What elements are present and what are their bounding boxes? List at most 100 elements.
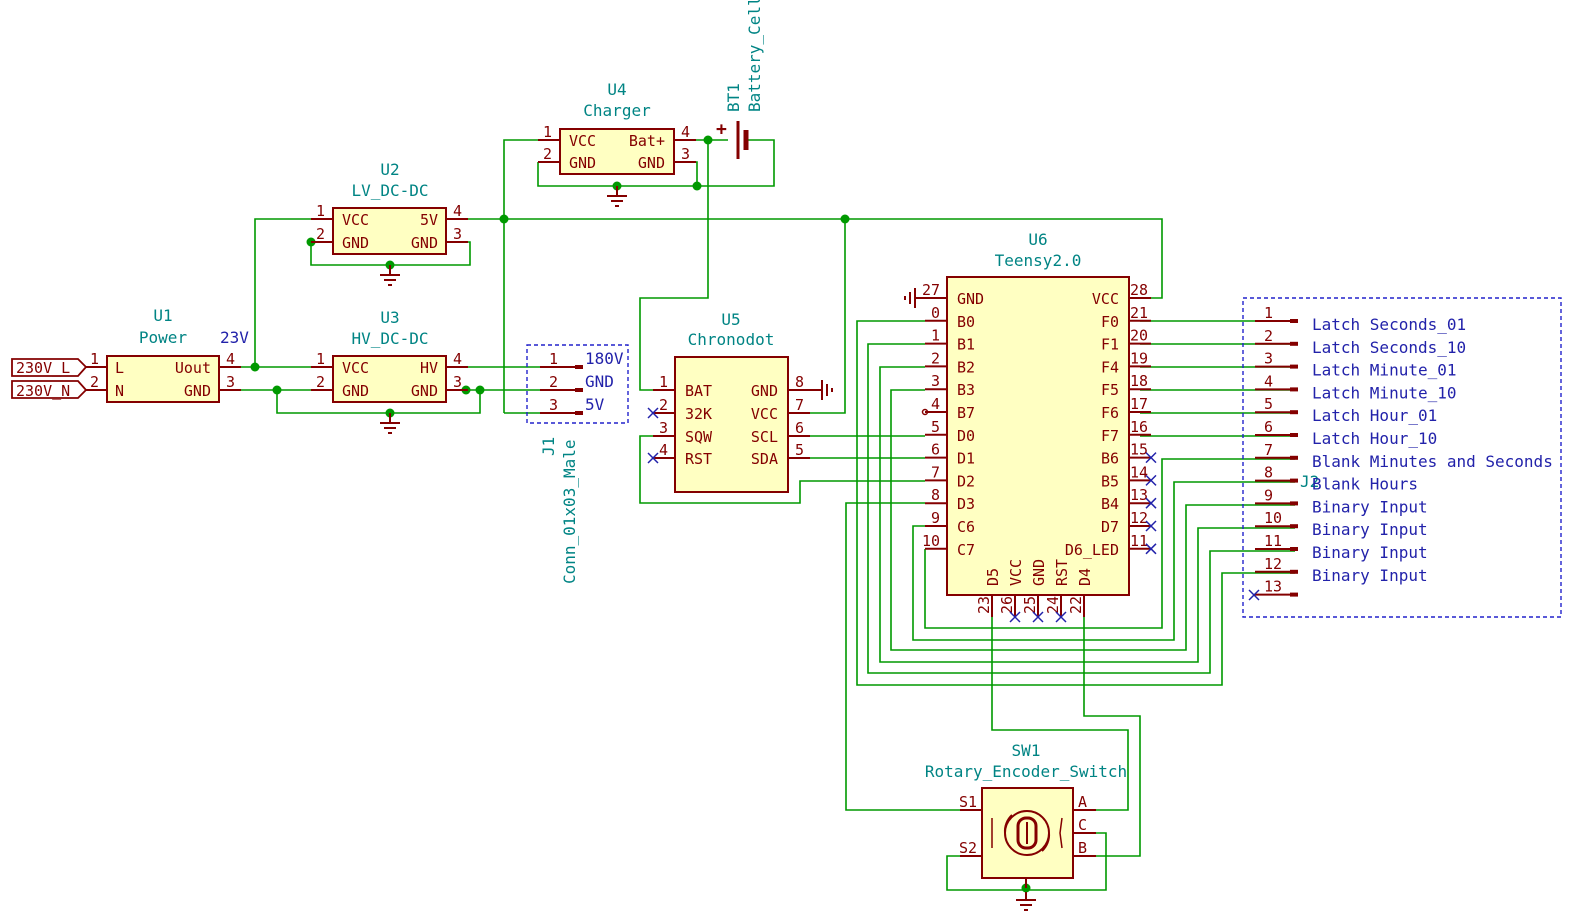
pin-label: D2: [957, 472, 975, 490]
pin-label: GND: [957, 290, 984, 308]
pin-number: 7: [931, 463, 940, 481]
pin-number: 21: [1130, 304, 1148, 322]
pin-label: D6_LED: [1065, 541, 1119, 559]
input-l-text: 230V_L: [16, 359, 70, 377]
pin-end: [1290, 364, 1298, 369]
pin-net-label: Latch Hour_10: [1312, 429, 1437, 448]
u1-ref: U1: [153, 306, 172, 325]
bt1-battery[interactable]: + BT1 Battery_Cell: [716, 0, 764, 159]
pin-label: 32K: [685, 405, 712, 423]
no-connect-icon: [1055, 611, 1067, 623]
pin-label: GND: [1030, 559, 1048, 586]
pin-number: 9: [931, 509, 940, 527]
pin-label: F1: [1101, 336, 1119, 354]
u4-ref: U4: [607, 80, 626, 99]
pin-label: F5: [1101, 381, 1119, 399]
u4-charger[interactable]: U4 Charger 1 2 4 3 VCC GND Bat+ GND: [538, 80, 696, 175]
pin-end: [1290, 478, 1298, 483]
pin-number: 16: [1130, 418, 1148, 436]
no-connect-icon: [647, 407, 659, 419]
pin-number: 25: [1021, 596, 1039, 614]
pin-net-label: Blank Minutes and Seconds: [1312, 452, 1553, 471]
pin-number: 5: [1264, 395, 1273, 413]
no-connect-icon: [1145, 474, 1157, 486]
j1-value: Conn_01x03_Male: [560, 440, 579, 585]
pin-label: VCC: [342, 211, 369, 229]
pin-end: [1290, 433, 1298, 437]
input-n-text: 230V_N: [16, 382, 70, 400]
pin-number: 3: [659, 419, 668, 437]
u4-value: Charger: [583, 101, 651, 120]
pin-net-label: Binary Input: [1312, 543, 1428, 562]
no-connect-icon: [1145, 497, 1157, 509]
pin-label: B4: [1101, 495, 1119, 513]
u5-value: Chronodot: [688, 330, 775, 349]
pin-number: 4: [453, 350, 462, 368]
pin-label: GND: [184, 382, 211, 400]
pin-label: RST: [685, 450, 712, 468]
no-connect-icon: [1032, 611, 1044, 623]
net-label-5v: 5V: [585, 395, 605, 414]
pin-label: D5: [984, 568, 1002, 586]
bt1-value: Battery_Cell: [745, 0, 764, 112]
pin-number: 0: [931, 304, 940, 322]
pin-number: 6: [1264, 418, 1273, 436]
pin-label: SDA: [751, 450, 778, 468]
pin-label: VCC: [342, 359, 369, 377]
pin-number: 19: [1130, 349, 1148, 367]
ground-symbol: [380, 265, 400, 286]
pin-label: N: [115, 382, 124, 400]
u5-chronodot[interactable]: U5 Chronodot 1 2 3 4 8 7 6 5 BAT 32K SQW…: [647, 310, 810, 493]
net-label-23v: 23V: [220, 328, 249, 347]
sw1-rotary-encoder[interactable]: SW1 Rotary_Encoder_Switch S1 S2 A C B: [925, 741, 1127, 888]
pin-number: 28: [1130, 281, 1148, 299]
pin-number: 1: [543, 123, 552, 141]
pin-number: 8: [795, 373, 804, 391]
pin-label: Uout: [175, 359, 211, 377]
pin-label: VCC: [569, 132, 596, 150]
pin-number: 9: [1264, 486, 1273, 504]
pin-net-label: Binary Input: [1312, 497, 1428, 516]
pin-number: 1: [659, 373, 668, 391]
pin-end: [1290, 410, 1298, 415]
pin-number: 11: [1130, 532, 1148, 550]
u2-lv-dcdc[interactable]: U2 LV_DC-DC 1 2 4 3 VCC GND 5V GND: [311, 160, 468, 255]
j1-connector[interactable]: 1 2 3 180V GND 5V J1 Conn_01x03_Male: [526, 344, 629, 585]
pin-number: 18: [1130, 372, 1148, 390]
no-connect-icon: [1145, 520, 1157, 532]
pin-number: 2: [1264, 327, 1273, 345]
pin-label: S2: [959, 839, 977, 857]
no-connect-icon: [1145, 543, 1157, 555]
pin-label: B1: [957, 336, 975, 354]
pin-label: D4: [1076, 568, 1094, 586]
u3-hv-dcdc[interactable]: U3 HV_DC-DC 1 2 4 3 VCC GND HV GND: [311, 308, 468, 403]
pin-label: B: [1078, 839, 1087, 857]
pin-label: 5V: [420, 211, 438, 229]
pin-label: RST: [1053, 559, 1071, 586]
pin-label: C6: [957, 518, 975, 536]
u3-value: HV_DC-DC: [351, 329, 428, 348]
pin-number: 22: [1067, 596, 1085, 614]
pin-number: 2: [549, 373, 558, 391]
pin-label: GND: [411, 382, 438, 400]
pin-number: 1: [316, 350, 325, 368]
ground-symbol: [380, 413, 400, 434]
u1-power[interactable]: U1 Power 1 2 4 3 L N Uout GND: [86, 306, 241, 403]
no-connect-icon: [1009, 611, 1021, 623]
pin-number: 13: [1130, 486, 1148, 504]
pin-number: 15: [1130, 441, 1148, 459]
pin-number: 12: [1130, 509, 1148, 527]
input-label-l: 230V_L: [11, 358, 88, 377]
pin-number: 26: [998, 596, 1016, 614]
pin-label: B3: [957, 381, 975, 399]
pin-number: 10: [922, 532, 940, 550]
pin-number: 1: [549, 350, 558, 368]
pin-end: [1290, 547, 1298, 551]
sw1-value: Rotary_Encoder_Switch: [925, 762, 1127, 781]
pin-label: C: [1078, 816, 1087, 834]
